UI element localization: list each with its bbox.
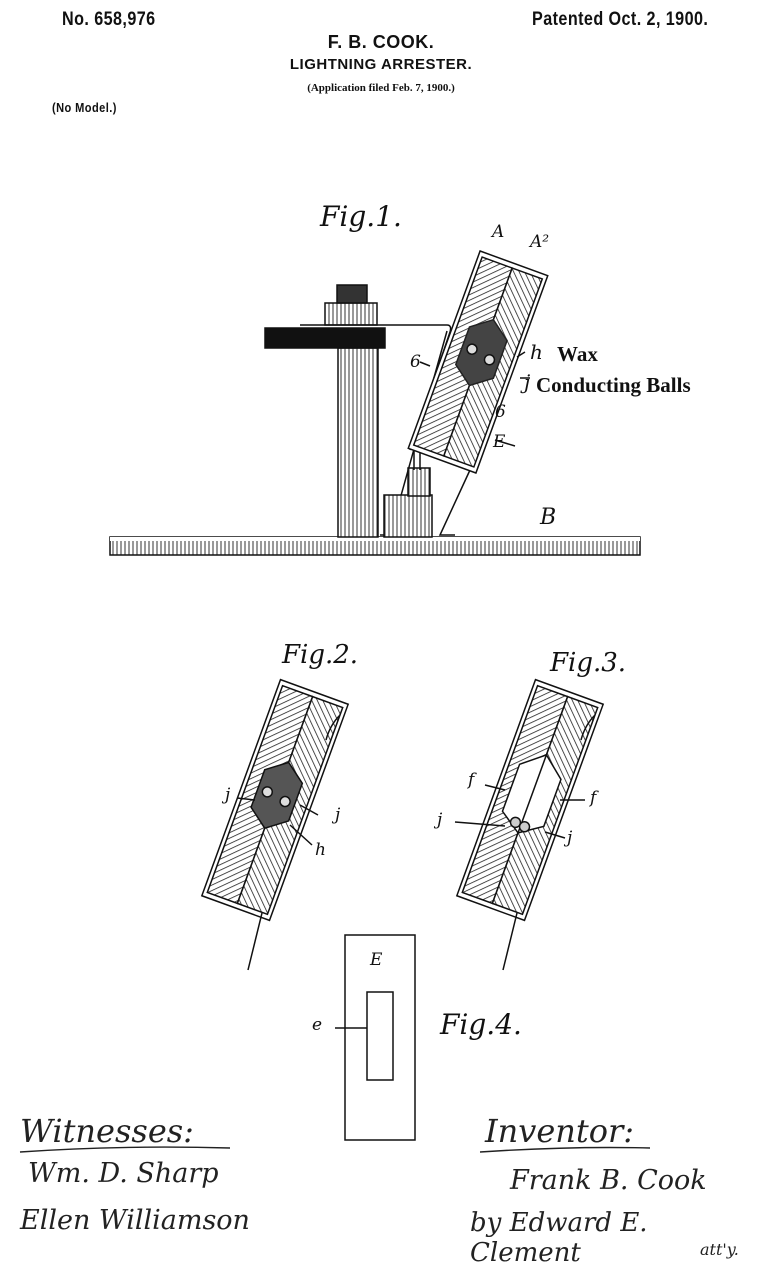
terminal-post [383,494,433,538]
patent-title: LIGHTNING ARRESTER. [289,56,473,73]
ref-f: f [468,770,475,790]
ref-B: B [540,505,557,530]
annotation-wax: Wax [557,342,598,366]
witness-signature-1: Wm. D. Sharp [28,1158,219,1189]
ref-j: j [437,810,443,830]
fig1-label: Fig.1. [320,200,402,233]
ref-E: E [370,950,383,970]
ref-f: f [590,788,597,808]
ref-A2: A² [530,232,550,252]
slot-e [366,991,394,1081]
fig1-drawing [109,250,641,556]
ref-j: j [567,828,573,848]
bolt-top [336,284,368,304]
nut [324,302,378,326]
conducting-ball [483,354,496,366]
wax-cavity [454,318,508,387]
witnesses-label: Witnesses: [20,1112,194,1150]
annotation-conducting-balls: Conducting Balls [536,373,691,397]
fig2-drawing [200,678,350,971]
ref-E: E [493,432,506,452]
fig3-drawing [454,678,605,971]
post [337,347,379,538]
ref-j: j [225,785,231,805]
ref-j: j [335,805,341,825]
patent-date: Patented Oct. 2, 1900. [532,9,709,30]
fig4-drawing [335,934,416,1141]
ref-h: h [315,840,326,860]
insulating-bar [264,327,386,349]
ref-A: A [492,222,505,242]
ref-h: h [530,340,543,364]
conducting-ball [466,343,478,355]
ref-6-right: 6 [495,402,506,422]
ref-e: e [312,1015,323,1035]
witness-signature-2: Ellen Williamson [20,1205,250,1236]
inventor-label: Inventor: [485,1112,635,1150]
application-date: (Application filed Feb. 7, 1900.) [307,82,455,94]
fig2-label: Fig.2. [282,640,359,670]
patent-number: No. 658,976 [62,9,156,30]
attorney-suffix: att'y. [700,1240,739,1259]
model-note: (No Model.) [52,100,117,115]
fig3-label: Fig.3. [550,648,627,678]
inventor-name: F. B. COOK. [327,32,435,52]
attorney-signature: by Edward E. Clement [470,1208,648,1268]
fig4-label: Fig.4. [440,1008,522,1041]
inventor-signature: Frank B. Cook [510,1165,707,1196]
plate-E [344,934,416,1141]
ref-6-left: 6 [410,352,421,372]
ref-j: j [524,370,531,394]
